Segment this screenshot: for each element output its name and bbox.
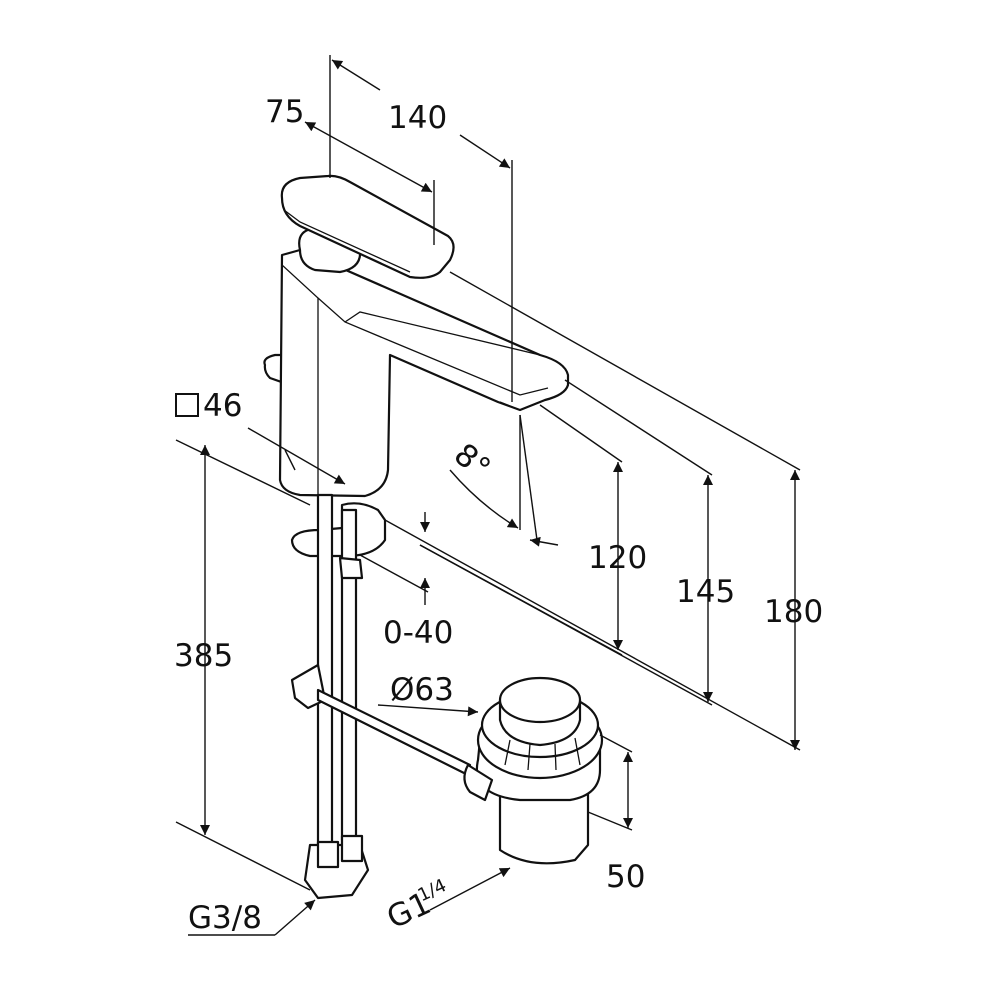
dim-handle-width: 75	[265, 94, 304, 130]
dim-spout-height: 120	[588, 540, 647, 576]
dim-waste-diameter: Ø63	[390, 672, 454, 708]
dim-body-square: 46	[203, 388, 242, 424]
dim-hose-length: 385	[174, 638, 233, 674]
waste-valve	[463, 676, 604, 865]
faucet-handle	[280, 174, 455, 279]
square-symbol-icon	[175, 393, 199, 417]
faucet-body	[263, 248, 570, 498]
dim-mid-height: 145	[676, 574, 735, 610]
dim-supply-thread: G3/8	[188, 900, 262, 936]
mounting-assembly	[290, 493, 472, 900]
dim-tilt-angle: 8°	[447, 437, 497, 487]
dimension-lines	[175, 55, 801, 936]
dim-waste-thread: G1 1/4	[382, 875, 450, 936]
dim-waste-height: 50	[606, 859, 645, 895]
dim-deck-thickness: 0-40	[383, 615, 453, 651]
dim-projection: 140	[388, 100, 447, 136]
dim-total-height: 180	[764, 594, 823, 630]
